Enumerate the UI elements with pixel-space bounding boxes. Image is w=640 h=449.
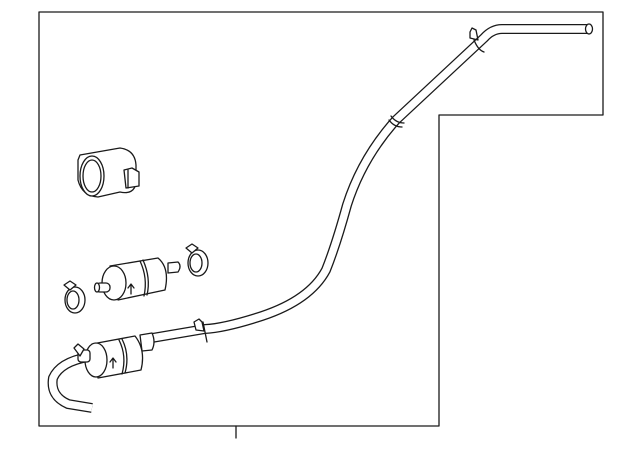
flow-arrow-icon <box>109 357 117 369</box>
fuel-filter[interactable] <box>93 257 181 301</box>
hose-clip-bottom <box>193 318 208 343</box>
hose-end <box>584 23 594 35</box>
hose-clamp[interactable] <box>63 280 86 314</box>
hose-clamp[interactable] <box>185 243 209 277</box>
flow-arrow-icon <box>127 283 135 295</box>
diagram-frame <box>38 11 604 427</box>
fuel-line-hose[interactable] <box>151 23 594 343</box>
hose-clip-top <box>469 27 485 53</box>
sensor-housing[interactable] <box>77 147 140 198</box>
installed-fuel-filter[interactable] <box>73 332 155 379</box>
outlet-hose[interactable] <box>47 352 93 413</box>
